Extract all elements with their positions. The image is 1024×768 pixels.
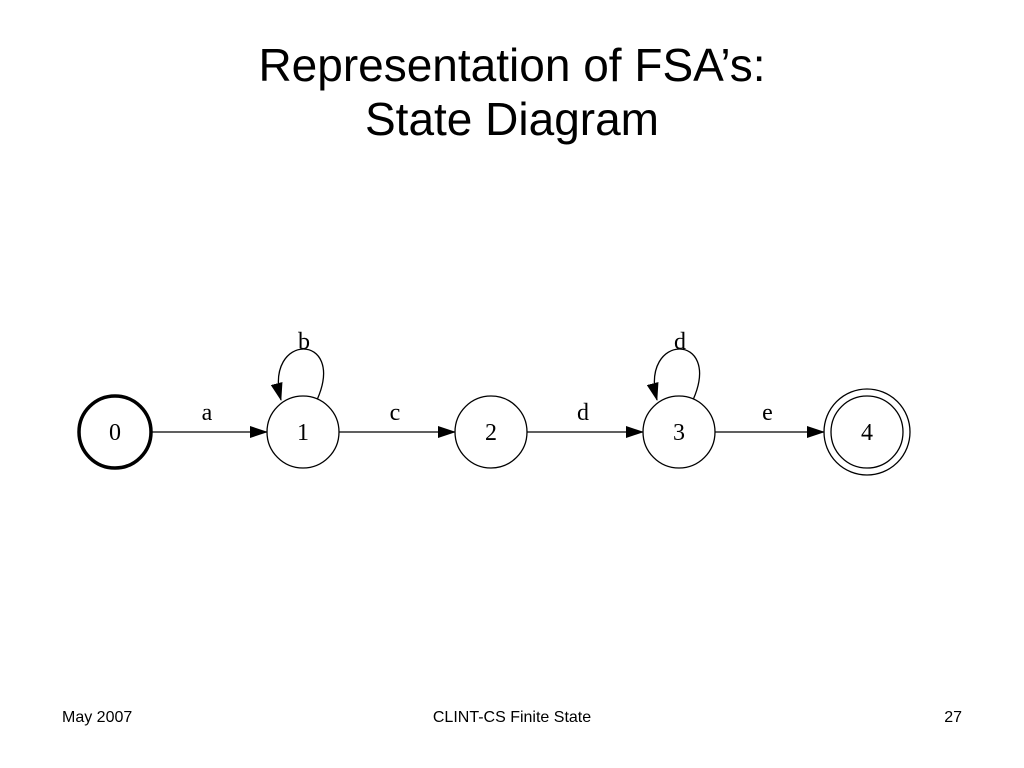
state-circle <box>830 395 904 469</box>
state-circle <box>266 395 340 469</box>
transition-1-1: b <box>270 329 324 401</box>
footer-title: CLINT-CS Finite State <box>432 709 592 726</box>
transition-label: b <box>298 329 310 355</box>
slide-title-line-2: State Diagram <box>364 93 659 145</box>
transition-arrow <box>270 348 324 401</box>
state-circle <box>77 394 153 470</box>
transition-label: c <box>390 400 401 426</box>
transition-1-2: c <box>339 400 456 438</box>
state-label: 4 <box>861 420 873 446</box>
transition-label: d <box>577 400 589 426</box>
state-2: 2 <box>454 395 528 469</box>
slide-title: Representation of FSA’s: State Diagram <box>0 38 1024 146</box>
footer-page-number: 27 <box>944 709 962 726</box>
state-4: 4 <box>823 388 911 476</box>
state-1: 1 <box>266 395 340 469</box>
transition-label: a <box>202 400 213 426</box>
transition-3-3: d <box>646 329 700 401</box>
state-label: 0 <box>109 420 121 446</box>
transition-label: e <box>762 400 773 426</box>
state-circle <box>642 395 716 469</box>
state-circle <box>454 395 528 469</box>
state-0: 0 <box>77 394 153 470</box>
transition-2-3: d <box>527 400 644 438</box>
footer-date: May 2007 <box>62 709 133 726</box>
transition-0-1: a <box>151 400 268 438</box>
final-state-ring <box>823 388 911 476</box>
state-3: 3 <box>642 395 716 469</box>
slide-title-line-1: Representation of FSA’s: <box>258 39 766 91</box>
state-label: 3 <box>673 420 685 446</box>
transition-label: d <box>674 329 686 355</box>
state-label: 1 <box>297 420 309 446</box>
transition-3-4: e <box>715 400 825 438</box>
transition-arrow <box>646 348 700 401</box>
state-label: 2 <box>485 420 497 446</box>
